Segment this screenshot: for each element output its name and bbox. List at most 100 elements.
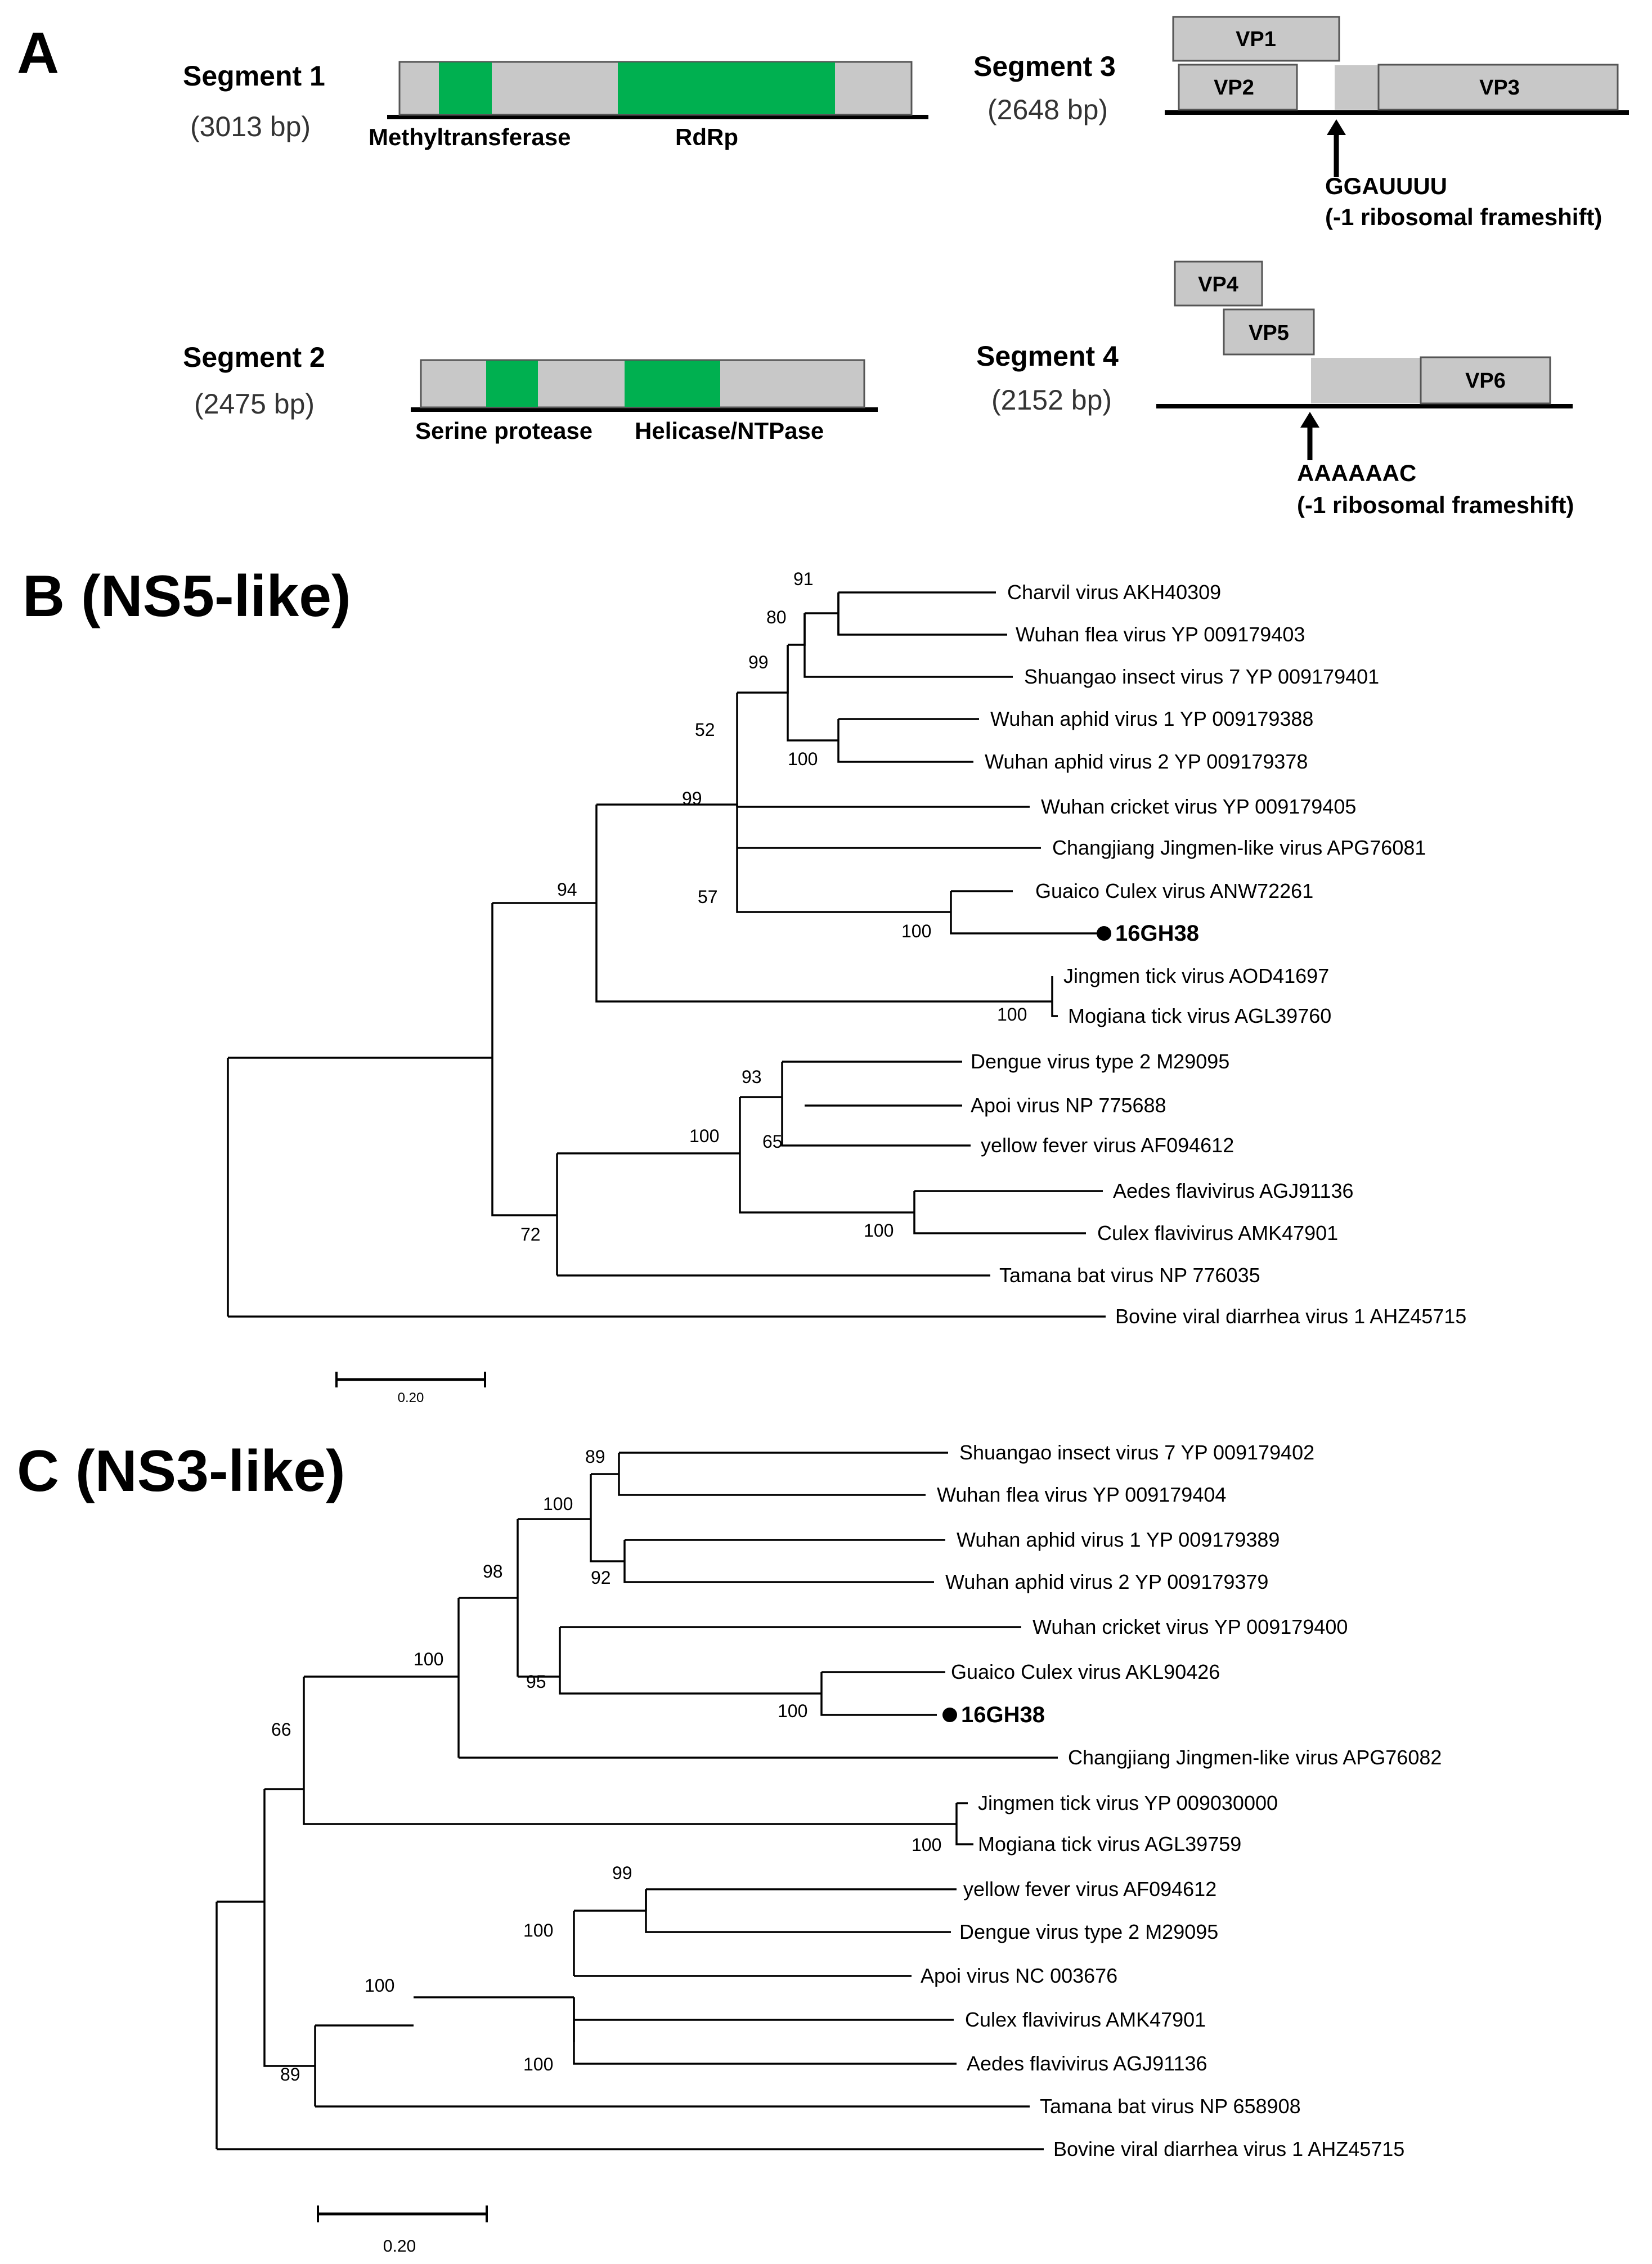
rdrp-domain — [618, 62, 835, 114]
bootstrap-value: 72 — [520, 1224, 541, 1245]
segment-3-map — [1165, 16, 1629, 177]
taxon-label: Aedes flavivirus AGJ91136 — [967, 2052, 1207, 2075]
vp5-box — [1223, 308, 1315, 356]
taxon-label: Bovine viral diarrhea virus 1 AHZ45715 — [1053, 2137, 1404, 2160]
bootstrap-value: 65 — [762, 1131, 783, 1152]
tree-b — [227, 591, 1106, 1318]
bootstrap-value: 89 — [585, 1447, 605, 1467]
bootstrap-value: 100 — [864, 1220, 894, 1241]
taxon-label: Changjiang Jingmen-like virus APG76081 — [1052, 836, 1426, 859]
taxon-label: Tamana bat virus NP 658908 — [1040, 2095, 1301, 2118]
taxon-label: Wuhan flea virus YP 009179404 — [937, 1483, 1226, 1506]
query-marker-b — [1097, 926, 1111, 941]
bootstrap-value: 100 — [901, 921, 931, 941]
tree-b-taxa: Charvil virus AKH40309 Wuhan flea virus … — [971, 581, 1466, 1328]
bootstrap-value: 57 — [698, 887, 718, 907]
frameshift-overlap-3 — [1335, 65, 1379, 110]
tree-c — [216, 1452, 1058, 2150]
bootstrap-value: 99 — [682, 788, 702, 808]
taxon-label: Wuhan cricket virus YP 009179400 — [1032, 1615, 1348, 1638]
taxon-label: Apoi virus NP 775688 — [971, 1094, 1166, 1117]
query-taxon-label: 16GH38 — [961, 1703, 1045, 1727]
segment-1-map — [387, 61, 928, 119]
bootstrap-value: 100 — [414, 1649, 443, 1669]
vp5-label: VP5 — [1249, 321, 1289, 345]
tree-c-bootstrap: 89 100 92 98 95 100 100 66 100 99 100 10… — [271, 1447, 941, 2085]
vp4-label: VP4 — [1198, 273, 1238, 297]
bootstrap-value: 100 — [543, 1494, 573, 1514]
taxon-label: Dengue virus type 2 M29095 — [971, 1050, 1229, 1073]
bootstrap-value: 95 — [526, 1672, 546, 1692]
scale-bar-b — [335, 1372, 486, 1387]
taxon-label: Bovine viral diarrhea virus 1 AHZ45715 — [1115, 1305, 1466, 1328]
segment-4-motif: AAAAAAC — [1297, 460, 1416, 486]
segment-3-frameshift-note: (-1 ribosomal frameshift) — [1325, 204, 1602, 230]
rdrp-label: RdRp — [675, 124, 738, 150]
taxon-label: yellow fever virus AF094612 — [963, 1877, 1216, 1901]
taxon-label: Apoi virus NC 003676 — [921, 1964, 1117, 1987]
methyltransferase-domain — [439, 62, 492, 114]
bootstrap-value: 98 — [483, 1561, 503, 1582]
bootstrap-value: 91 — [793, 569, 814, 589]
helicase-domain — [625, 361, 720, 407]
taxon-label: Changjiang Jingmen-like virus APG76082 — [1068, 1746, 1442, 1769]
scale-bar-c-label: 0.20 — [383, 2237, 416, 2256]
scale-bar-c — [317, 2205, 488, 2222]
panel-c-label: C (NS3-like) — [17, 1439, 345, 1504]
bootstrap-value: 100 — [778, 1701, 807, 1721]
segment-4-map — [1156, 260, 1573, 460]
vp4-box — [1174, 260, 1263, 307]
segment-2-map — [411, 359, 878, 412]
taxon-label: Wuhan flea virus YP 009179403 — [1016, 623, 1305, 646]
taxon-label: Shuangao insect virus 7 YP 009179401 — [1024, 665, 1379, 688]
taxon-label: Mogiana tick virus AGL39759 — [978, 1832, 1241, 1856]
segment-3-length: (2648 bp) — [987, 94, 1108, 125]
bootstrap-value: 92 — [591, 1567, 611, 1588]
tree-b-bootstrap: 91 80 99 52 100 99 57 94 100 100 93 100 … — [520, 569, 1027, 1245]
taxon-label: Wuhan aphid virus 1 YP 009179389 — [957, 1528, 1280, 1551]
taxon-label: Jingmen tick virus YP 009030000 — [978, 1791, 1278, 1814]
vp1-label: VP1 — [1236, 28, 1276, 51]
bootstrap-value: 100 — [788, 749, 818, 769]
bootstrap-value: 66 — [271, 1719, 291, 1740]
bootstrap-value: 52 — [695, 720, 715, 740]
taxon-label: Wuhan aphid virus 2 YP 009179378 — [985, 750, 1308, 773]
tree-c-taxa: Shuangao insect virus 7 YP 009179402 Wuh… — [921, 1441, 1442, 2160]
query-marker-c — [942, 1708, 957, 1722]
bootstrap-value: 89 — [280, 2064, 300, 2085]
bootstrap-value: 80 — [766, 607, 787, 627]
bootstrap-value: 100 — [523, 1920, 553, 1940]
methyltransferase-label: Methyltransferase — [369, 124, 571, 150]
frameshift-overlap-4 — [1311, 358, 1421, 403]
bootstrap-value: 100 — [997, 1004, 1027, 1025]
bootstrap-value: 100 — [689, 1126, 719, 1146]
bootstrap-value: 99 — [748, 652, 769, 672]
helicase-label: Helicase/NTPase — [635, 417, 824, 444]
taxon-label: yellow fever virus AF094612 — [981, 1134, 1234, 1157]
taxon-label: Culex flavivirus AMK47901 — [965, 2008, 1206, 2031]
vp6-box — [1420, 356, 1551, 405]
bootstrap-value: 100 — [365, 1975, 394, 1996]
vp2-label: VP2 — [1214, 76, 1254, 100]
bootstrap-value: 94 — [557, 879, 577, 900]
segment-4-frameshift-note: (-1 ribosomal frameshift) — [1297, 492, 1574, 518]
bootstrap-value: 100 — [523, 2054, 553, 2074]
taxon-label: Mogiana tick virus AGL39760 — [1068, 1004, 1331, 1027]
bootstrap-value: 93 — [742, 1067, 762, 1087]
vp2-box — [1178, 64, 1298, 111]
vp3-label: VP3 — [1479, 76, 1520, 100]
taxon-label: Guaico Culex virus AKL90426 — [951, 1660, 1220, 1683]
bootstrap-value: 99 — [612, 1863, 632, 1883]
serine-protease-domain — [486, 361, 538, 407]
segment-2-length: (2475 bp) — [194, 388, 315, 420]
query-taxon-label: 16GH38 — [1115, 921, 1199, 946]
taxon-label: Wuhan aphid virus 2 YP 009179379 — [945, 1570, 1268, 1593]
panel-a-label: A — [17, 21, 59, 86]
taxon-label: Wuhan cricket virus YP 009179405 — [1041, 795, 1356, 818]
segment-4-title: Segment 4 — [976, 340, 1119, 372]
serine-protease-label: Serine protease — [415, 417, 592, 444]
segment-3-motif: GGAUUUU — [1325, 173, 1447, 199]
segment-3-title: Segment 3 — [973, 51, 1116, 82]
taxon-label: Shuangao insect virus 7 YP 009179402 — [959, 1441, 1314, 1464]
